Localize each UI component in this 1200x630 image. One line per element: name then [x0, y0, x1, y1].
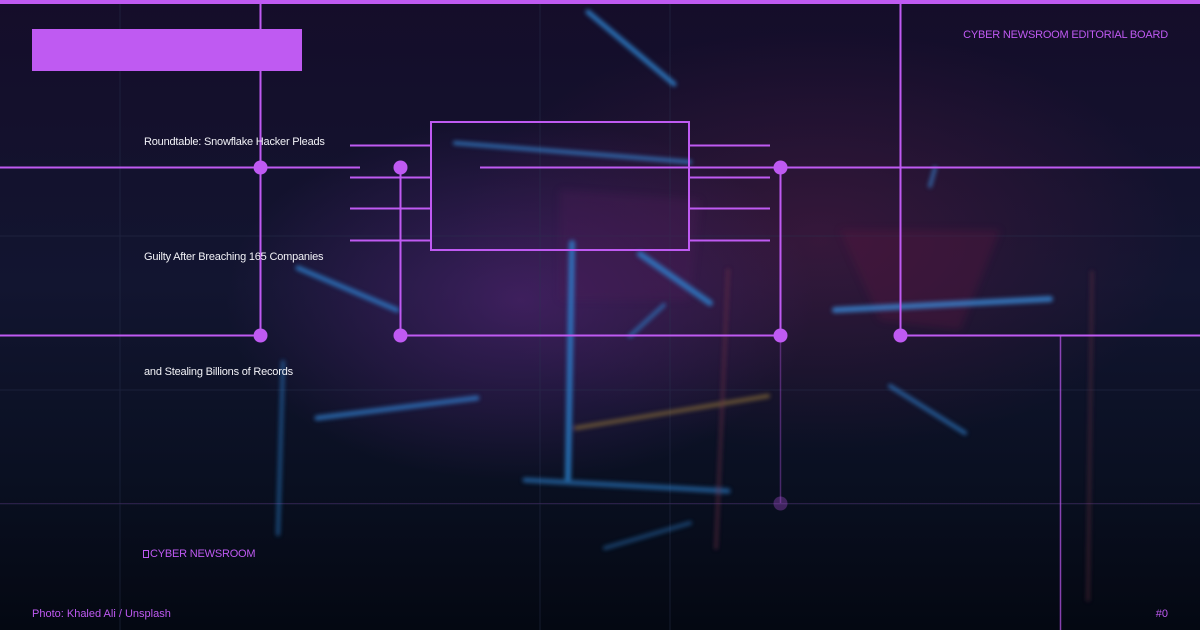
circuit-node — [893, 328, 908, 343]
circuit-node — [393, 160, 408, 175]
headline-line-1: Roundtable: Snowflake Hacker Pleads — [144, 136, 325, 148]
category-label-block — [32, 29, 302, 71]
circuit-node — [773, 328, 788, 343]
headline-line-2: Guilty After Breaching 165 Companies — [144, 251, 324, 263]
circuit-node — [773, 496, 788, 511]
circuit-node — [773, 160, 788, 175]
brand-name: CYBER NEWSROOM — [150, 548, 256, 560]
photo-credit: Photo: Khaled Ali / Unsplash — [32, 608, 171, 620]
circuit-node — [253, 160, 268, 175]
top-accent-bar — [0, 0, 1200, 4]
headline-line-3: and Stealing Billions of Records — [144, 366, 293, 378]
editorial-board-label: CYBER NEWSROOM EDITORIAL BOARD — [963, 29, 1168, 41]
circuit-node — [253, 328, 268, 343]
card-index: #0 — [1155, 608, 1168, 620]
box-glyph-icon — [143, 550, 149, 558]
circuit-node — [393, 328, 408, 343]
brand-signature: CYBER NEWSROOM — [143, 548, 256, 560]
